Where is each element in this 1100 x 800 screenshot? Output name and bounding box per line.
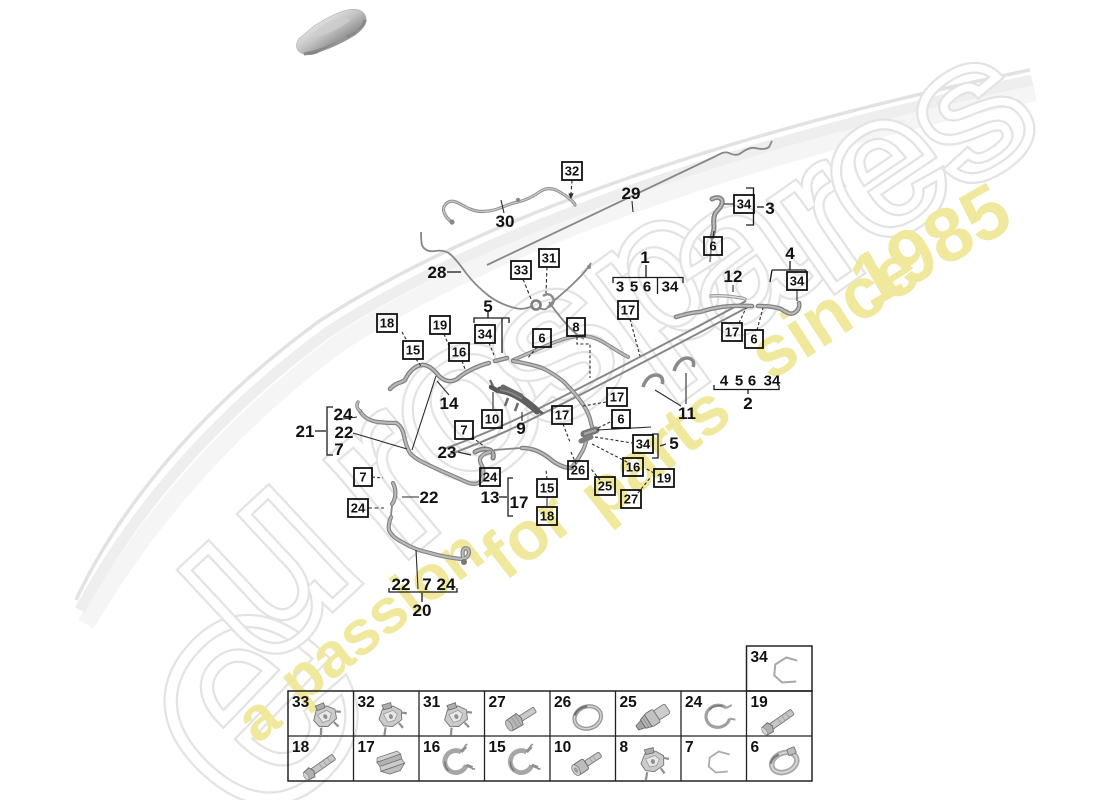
svg-text:21: 21 <box>296 422 315 441</box>
svg-text:3: 3 <box>765 199 774 218</box>
svg-text:34: 34 <box>751 649 769 666</box>
svg-text:5: 5 <box>630 278 638 295</box>
svg-text:16: 16 <box>423 739 441 756</box>
svg-text:22: 22 <box>392 575 411 594</box>
svg-text:18: 18 <box>380 316 394 331</box>
svg-text:27: 27 <box>489 694 506 711</box>
svg-text:8: 8 <box>620 739 629 756</box>
svg-text:33: 33 <box>514 263 528 278</box>
svg-text:2: 2 <box>743 394 752 413</box>
svg-text:6: 6 <box>751 739 760 756</box>
svg-text:31: 31 <box>542 251 556 266</box>
svg-text:34: 34 <box>764 372 781 389</box>
svg-text:34: 34 <box>478 327 493 342</box>
svg-text:34: 34 <box>790 274 805 289</box>
svg-text:24: 24 <box>351 501 366 516</box>
svg-text:6: 6 <box>617 412 624 427</box>
svg-text:7: 7 <box>460 423 467 438</box>
svg-text:7: 7 <box>334 440 343 459</box>
svg-text:8: 8 <box>572 320 579 335</box>
svg-text:24: 24 <box>334 405 353 424</box>
svg-text:32: 32 <box>565 164 579 179</box>
svg-text:24: 24 <box>483 470 498 485</box>
svg-text:24: 24 <box>437 575 456 594</box>
svg-text:24: 24 <box>685 694 703 711</box>
svg-text:31: 31 <box>423 694 441 711</box>
svg-text:34: 34 <box>662 278 679 295</box>
svg-text:19: 19 <box>433 318 447 333</box>
svg-text:15: 15 <box>406 343 420 358</box>
svg-text:30: 30 <box>496 212 515 231</box>
svg-text:16: 16 <box>452 345 466 360</box>
svg-text:17: 17 <box>510 493 529 512</box>
svg-text:25: 25 <box>620 694 638 711</box>
svg-text:5: 5 <box>735 372 743 389</box>
svg-text:6: 6 <box>750 332 757 347</box>
svg-text:26: 26 <box>571 463 585 478</box>
svg-text:6: 6 <box>538 331 545 346</box>
svg-text:34: 34 <box>737 197 752 212</box>
svg-text:14: 14 <box>440 394 459 413</box>
svg-text:15: 15 <box>489 739 507 756</box>
svg-text:17: 17 <box>725 325 739 340</box>
svg-text:25: 25 <box>598 479 612 494</box>
svg-text:18: 18 <box>292 739 310 756</box>
svg-text:6: 6 <box>643 278 651 295</box>
svg-text:1: 1 <box>640 248 649 267</box>
svg-text:26: 26 <box>554 694 572 711</box>
svg-text:33: 33 <box>292 694 310 711</box>
svg-text:10: 10 <box>554 739 571 756</box>
svg-text:7: 7 <box>359 470 366 485</box>
svg-text:4: 4 <box>720 372 729 389</box>
svg-text:17: 17 <box>358 739 375 756</box>
svg-text:5: 5 <box>669 434 678 453</box>
svg-text:10: 10 <box>485 412 499 427</box>
svg-text:29: 29 <box>622 184 641 203</box>
svg-text:5: 5 <box>483 297 492 316</box>
svg-text:17: 17 <box>555 408 569 423</box>
svg-text:27: 27 <box>624 492 638 507</box>
svg-text:34: 34 <box>636 437 651 452</box>
svg-text:17: 17 <box>610 390 624 405</box>
svg-text:6: 6 <box>748 372 756 389</box>
svg-text:11: 11 <box>678 404 696 423</box>
svg-text:19: 19 <box>751 694 769 711</box>
svg-text:12: 12 <box>724 267 743 286</box>
svg-text:20: 20 <box>413 601 432 620</box>
svg-text:7: 7 <box>422 575 431 594</box>
svg-text:15: 15 <box>540 481 554 496</box>
svg-text:4: 4 <box>785 244 795 263</box>
svg-text:32: 32 <box>358 694 375 711</box>
svg-text:6: 6 <box>709 239 716 254</box>
svg-text:22: 22 <box>420 488 439 507</box>
svg-text:7: 7 <box>685 739 694 756</box>
svg-text:13: 13 <box>481 488 500 507</box>
svg-text:16: 16 <box>626 460 640 475</box>
svg-text:18: 18 <box>540 509 554 524</box>
svg-text:28: 28 <box>428 263 447 282</box>
svg-text:22: 22 <box>335 423 354 442</box>
svg-text:23: 23 <box>438 443 457 462</box>
svg-text:17: 17 <box>621 303 635 318</box>
svg-text:9: 9 <box>516 419 525 438</box>
svg-text:3: 3 <box>616 278 624 295</box>
svg-text:19: 19 <box>657 471 671 486</box>
